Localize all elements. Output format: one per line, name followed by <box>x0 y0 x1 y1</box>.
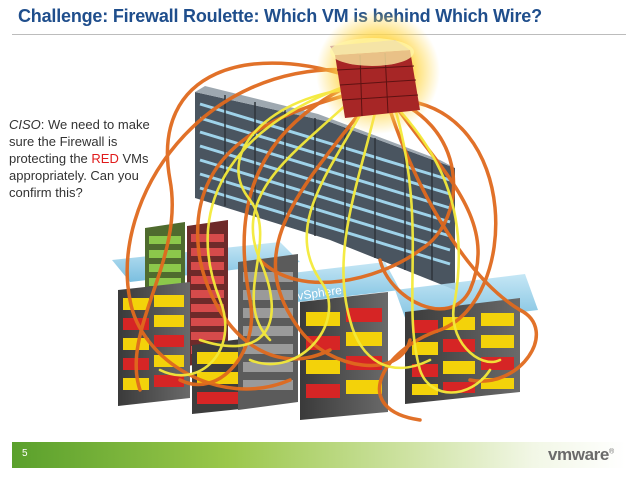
footer-bar <box>12 442 626 468</box>
title-divider <box>12 34 626 35</box>
callout-highlight-red: RED <box>91 151 119 166</box>
tangled-wires <box>125 61 538 422</box>
vm-rack-right <box>405 298 520 404</box>
firewall-icon <box>316 10 440 134</box>
logo-vm: vm <box>548 445 572 464</box>
vsphere-label-middle: vSphere <box>296 283 343 303</box>
logo-registered-mark: ® <box>608 448 614 456</box>
ciso-callout: CISO: We need to make sure the Firewall … <box>9 116 159 201</box>
vmware-logo: vmware® <box>548 445 614 465</box>
callout-text-1: : We need to make sure the Firewall is p… <box>9 117 150 166</box>
callout-text-2: VMs appropriately. Can you confirm this? <box>9 151 149 200</box>
page-number: 5 <box>22 448 28 459</box>
logo-ware: ware <box>571 445 610 464</box>
callout-speaker: CISO <box>9 117 41 132</box>
